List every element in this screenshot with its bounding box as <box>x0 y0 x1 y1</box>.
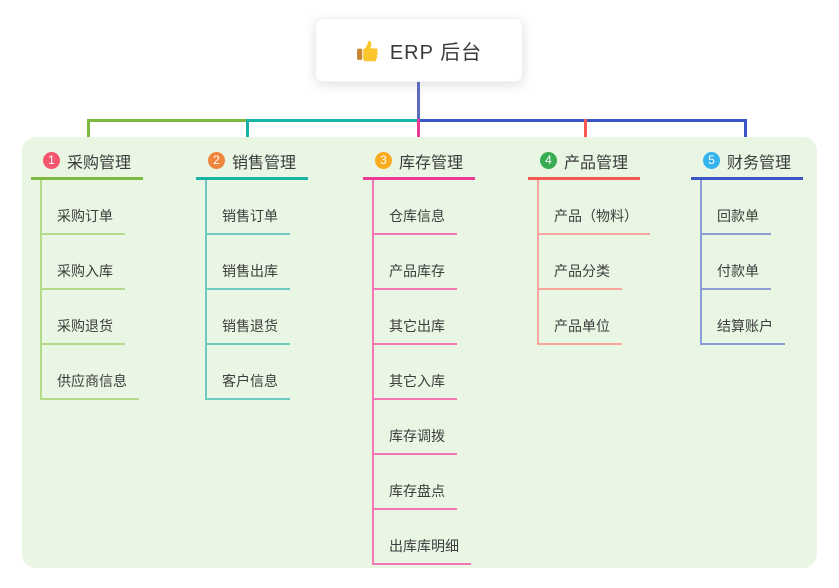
branch-item: 库存调拨 <box>374 400 471 455</box>
branch-item-label[interactable]: 其它出库 <box>374 316 457 345</box>
branch-title-label: 产品管理 <box>564 154 629 172</box>
branch-item-label[interactable]: 回款单 <box>702 206 771 235</box>
branch-item: 其它入库 <box>374 345 471 400</box>
branch-item: 产品库存 <box>374 235 471 290</box>
branch-item: 付款单 <box>702 235 785 290</box>
branch-drop-line <box>744 119 747 145</box>
branch-item-label[interactable]: 产品库存 <box>374 261 457 290</box>
branch-item: 产品（物料） <box>539 180 650 235</box>
branch-column-4: 4 产品管理 产品（物料） 产品分类产品单位 <box>528 147 650 345</box>
branch-item-label[interactable]: 销售订单 <box>207 206 290 235</box>
branch-items: 回款单付款单结算账户 <box>700 180 785 345</box>
branch-number-badge: 3 <box>375 152 392 169</box>
branch-title-label: 财务管理 <box>727 154 792 172</box>
branch-title-label: 库存管理 <box>399 154 464 172</box>
branch-item: 供应商信息 <box>42 345 139 400</box>
branch-item: 其它出库 <box>374 290 471 345</box>
branch-drop-line <box>584 119 587 145</box>
branch-drop-line <box>246 119 249 145</box>
branch-item: 销售出库 <box>207 235 290 290</box>
branch-title[interactable]: 4 产品管理 <box>528 147 641 180</box>
root-node-erp-backend[interactable]: ERP 后台 <box>315 18 523 82</box>
branches-panel: 1 采购管理 采购订单采购入库采购退货供应商信息 2 销售管理 销售订单销售出库… <box>22 137 817 568</box>
branch-item-label[interactable]: 库存盘点 <box>374 481 457 510</box>
branch-item: 仓库信息 <box>374 180 471 235</box>
branch-item: 销售退货 <box>207 290 290 345</box>
branch-item-label[interactable]: 客户信息 <box>207 371 290 400</box>
branch-item: 产品分类 <box>539 235 650 290</box>
branch-number-badge: 1 <box>43 152 60 169</box>
branch-item-label[interactable]: 结算账户 <box>702 316 785 345</box>
root-node-title: ERP 后台 <box>389 41 483 64</box>
branch-item-label[interactable]: 库存调拨 <box>374 426 457 455</box>
branch-column-3: 3 库存管理 仓库信息产品库存其它出库其它入库库存调拨库存盘点出库库明细 <box>363 147 476 565</box>
branch-column-2: 2 销售管理 销售订单销售出库销售退货客户信息 <box>196 147 309 400</box>
branch-item-label[interactable]: 产品（物料） <box>539 206 650 235</box>
branch-number-badge: 2 <box>208 152 225 169</box>
branch-item: 回款单 <box>702 180 785 235</box>
branch-drop-line <box>87 119 90 145</box>
branch-title-label: 采购管理 <box>67 154 132 172</box>
branch-item-label[interactable]: 付款单 <box>702 261 771 290</box>
branch-item: 结算账户 <box>702 290 785 345</box>
branch-item: 产品单位 <box>539 290 650 345</box>
root-connector-line <box>417 82 420 119</box>
branch-items: 仓库信息产品库存其它出库其它入库库存调拨库存盘点出库库明细 <box>372 180 471 565</box>
branch-item-label[interactable]: 采购订单 <box>42 206 125 235</box>
branch-item: 销售订单 <box>207 180 290 235</box>
bus-line-segment <box>419 119 747 122</box>
branch-title[interactable]: 2 销售管理 <box>196 147 309 180</box>
branch-item-label[interactable]: 销售退货 <box>207 316 290 345</box>
branch-item-label[interactable]: 仓库信息 <box>374 206 457 235</box>
branch-items: 销售订单销售出库销售退货客户信息 <box>205 180 290 400</box>
branch-item-label[interactable]: 产品分类 <box>539 261 622 290</box>
branch-item-label[interactable]: 供应商信息 <box>42 371 139 400</box>
branch-item-label[interactable]: 销售出库 <box>207 261 290 290</box>
branch-item: 客户信息 <box>207 345 290 400</box>
branch-item: 采购退货 <box>42 290 139 345</box>
branch-item: 采购订单 <box>42 180 139 235</box>
branch-item: 库存盘点 <box>374 455 471 510</box>
branch-item: 采购入库 <box>42 235 139 290</box>
thumbs-up-icon <box>356 38 381 63</box>
branch-number-badge: 4 <box>540 152 557 169</box>
branch-item-label[interactable]: 产品单位 <box>539 316 622 345</box>
branch-title[interactable]: 3 库存管理 <box>363 147 476 180</box>
branch-drop-line <box>417 119 420 145</box>
branch-item-label[interactable]: 出库库明细 <box>374 536 471 565</box>
bus-line-segment <box>87 119 247 122</box>
branch-item: 出库库明细 <box>374 510 471 565</box>
bus-line-segment <box>246 119 419 122</box>
branch-column-5: 5 财务管理 回款单付款单结算账户 <box>691 147 804 345</box>
branch-number-badge: 5 <box>703 152 720 169</box>
branch-item-label[interactable]: 采购退货 <box>42 316 125 345</box>
branch-column-1: 1 采购管理 采购订单采购入库采购退货供应商信息 <box>31 147 144 400</box>
branch-items: 采购订单采购入库采购退货供应商信息 <box>40 180 139 400</box>
branch-item-label[interactable]: 其它入库 <box>374 371 457 400</box>
branch-items: 产品（物料） 产品分类产品单位 <box>537 180 650 345</box>
branch-title[interactable]: 1 采购管理 <box>31 147 144 180</box>
branch-title-label: 销售管理 <box>232 154 297 172</box>
branch-item-label[interactable]: 采购入库 <box>42 261 125 290</box>
branch-title[interactable]: 5 财务管理 <box>691 147 804 180</box>
